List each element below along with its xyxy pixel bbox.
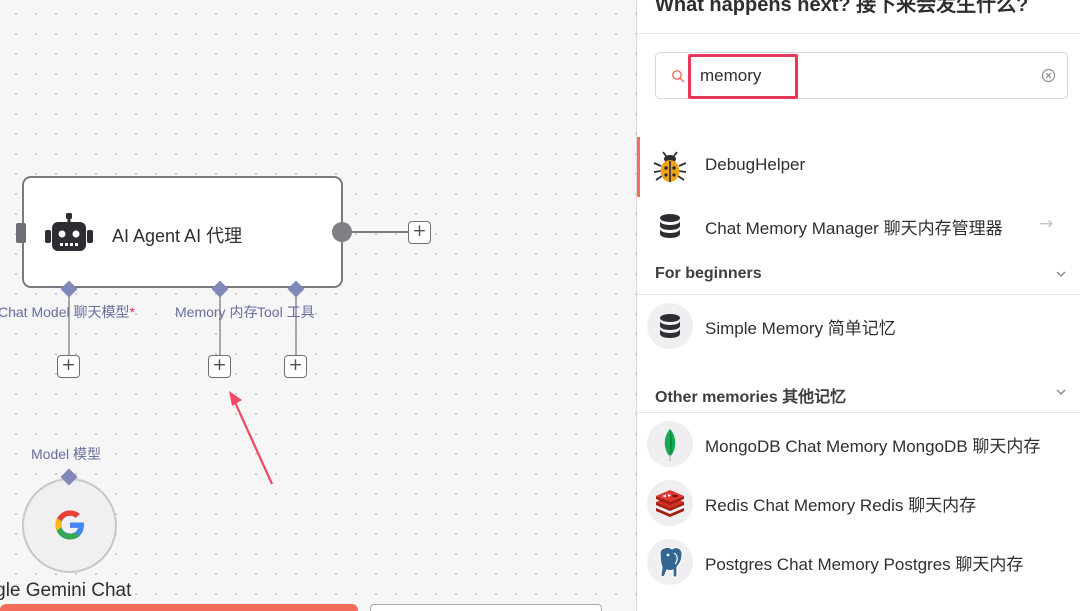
chevron-down-icon [1055, 267, 1067, 285]
clear-search-icon[interactable] [1041, 68, 1056, 88]
panel-title: What happens next? 接下来会发生什么? [655, 0, 1029, 16]
gemini-node-title: oogle Gemini Chat [0, 580, 132, 601]
result-label: Redis Chat Memory Redis 聊天内存 [705, 496, 977, 515]
workflow-canvas[interactable]: AI Agent AI 代理 + Chat Model 聊天模型* Memory… [0, 0, 636, 611]
node-creator-panel: What happens next? 接下来会发生什么? [636, 0, 1080, 611]
chat-model-label-text: Chat Model 聊天模型 [0, 304, 130, 320]
section-label: Other memories 其他记忆 [655, 389, 847, 406]
memory-port-label: Memory 内存 [175, 304, 258, 320]
section-other-memories[interactable]: Other memories 其他记忆 [637, 372, 1080, 412]
chat-model-port-label: Chat Model 聊天模型* [0, 302, 135, 322]
search-input[interactable] [700, 64, 1030, 88]
robot-icon [44, 213, 94, 253]
divider [637, 294, 1080, 295]
result-label: DebugHelper [705, 155, 806, 174]
add-memory-button[interactable]: + [208, 355, 231, 378]
result-label: MongoDB Chat Memory MongoDB 聊天内存 [705, 437, 1041, 456]
canvas-bottom-control[interactable] [370, 604, 602, 611]
add-tool-button[interactable]: + [284, 355, 307, 378]
agent-output-handle[interactable] [332, 222, 352, 242]
annotation-arrow [232, 399, 274, 485]
required-star: * [129, 304, 135, 320]
section-for-beginners[interactable]: For beginners [637, 254, 1080, 294]
add-next-node-button[interactable]: + [408, 221, 431, 244]
add-chat-model-button[interactable]: + [57, 355, 80, 378]
divider [637, 33, 1080, 34]
search-icon [671, 69, 685, 88]
result-chat-memory-manager[interactable]: Chat Memory Manager 聊天内存管理器 → [637, 197, 1080, 253]
model-port-label: Model 模型 [31, 446, 102, 462]
agent-node-title: AI Agent AI 代理 [112, 226, 243, 246]
result-debughelper[interactable]: DebugHelper [637, 137, 1080, 197]
divider [637, 412, 1080, 413]
arrow-right-icon: → [1039, 214, 1054, 234]
redis-icon [647, 480, 693, 526]
tool-port-label: Tool 工具 [257, 304, 315, 320]
section-label: For beginners [655, 265, 762, 282]
search-box[interactable] [655, 52, 1068, 99]
result-mongodb-chat-memory[interactable]: MongoDB Chat Memory MongoDB 聊天内存 [637, 415, 1080, 471]
result-redis-chat-memory[interactable]: Redis Chat Memory Redis 聊天内存 [637, 474, 1080, 530]
database-icon [647, 203, 693, 249]
result-label: Chat Memory Manager 聊天内存管理器 [705, 219, 1003, 238]
result-postgres-chat-memory[interactable]: Postgres Chat Memory Postgres 聊天内存 [637, 533, 1080, 589]
google-g-icon [55, 510, 84, 540]
canvas-bottom-button[interactable] [0, 604, 358, 611]
bug-icon [647, 144, 693, 190]
chevron-down-icon [1055, 385, 1067, 403]
agent-input-handle[interactable] [16, 223, 26, 243]
mongodb-leaf-icon [647, 421, 693, 467]
result-label: Simple Memory 简单记忆 [705, 319, 896, 338]
database-icon [647, 303, 693, 349]
google-gemini-node[interactable] [22, 478, 117, 573]
result-simple-memory[interactable]: Simple Memory 简单记忆 [637, 297, 1080, 353]
postgres-elephant-icon [647, 539, 693, 585]
result-label: Postgres Chat Memory Postgres 聊天内存 [705, 555, 1024, 574]
